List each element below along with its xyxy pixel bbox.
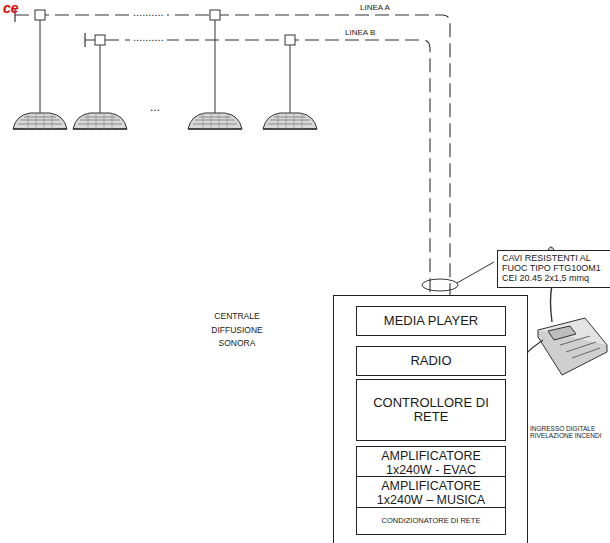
box-label: AMPLIFICATORE 1x240W – MUSICA xyxy=(357,480,505,508)
continuation-dots: .......... xyxy=(130,6,167,19)
box-label: CONDIZIONATORE DI RETE xyxy=(379,517,484,525)
box-label: CONTROLLORE DI RETE xyxy=(357,396,505,425)
cable-callout-ring xyxy=(422,279,458,291)
leader-line xyxy=(457,262,494,283)
cable-line-a xyxy=(15,15,450,296)
box-label: MEDIA PLAYER xyxy=(381,314,481,328)
line-end-tee xyxy=(15,8,85,47)
radio-box: RADIO xyxy=(356,346,506,376)
title-fragment: ce xyxy=(3,0,19,16)
central-unit-box: MEDIA PLAYER RADIO CONTROLLORE DI RETE AMPL… xyxy=(333,295,528,543)
unit-heading: CENTRALE DIFFUSIONE SONORA xyxy=(192,310,282,351)
network-controller-box: CONTROLLORE DI RETE xyxy=(356,379,506,441)
line-label: LINEA A xyxy=(360,3,390,12)
box-label: RADIO xyxy=(407,354,454,368)
box-label: CAVI RESISTENTI AL FUOC TIPO FTG10OM1 CE… xyxy=(498,254,610,284)
input-note: INGRESSO DIGITALE RIVELAZIONE INCENDI xyxy=(530,425,608,440)
speaker-drop xyxy=(40,20,290,113)
cable-note-box: CAVI RESISTENTI AL FUOC TIPO FTG10OM1 CE… xyxy=(497,250,610,288)
network-conditioner-box: CONDIZIONATORE DI RETE xyxy=(356,507,506,535)
box-label: AMPLIFICATORE 1x240W - EVAC xyxy=(357,450,505,478)
continuation-dots: .......... xyxy=(130,31,167,44)
continuation-dots: ... xyxy=(150,101,160,115)
media-player-box: MEDIA PLAYER xyxy=(356,306,506,336)
line-label: LINEA B xyxy=(345,28,375,37)
